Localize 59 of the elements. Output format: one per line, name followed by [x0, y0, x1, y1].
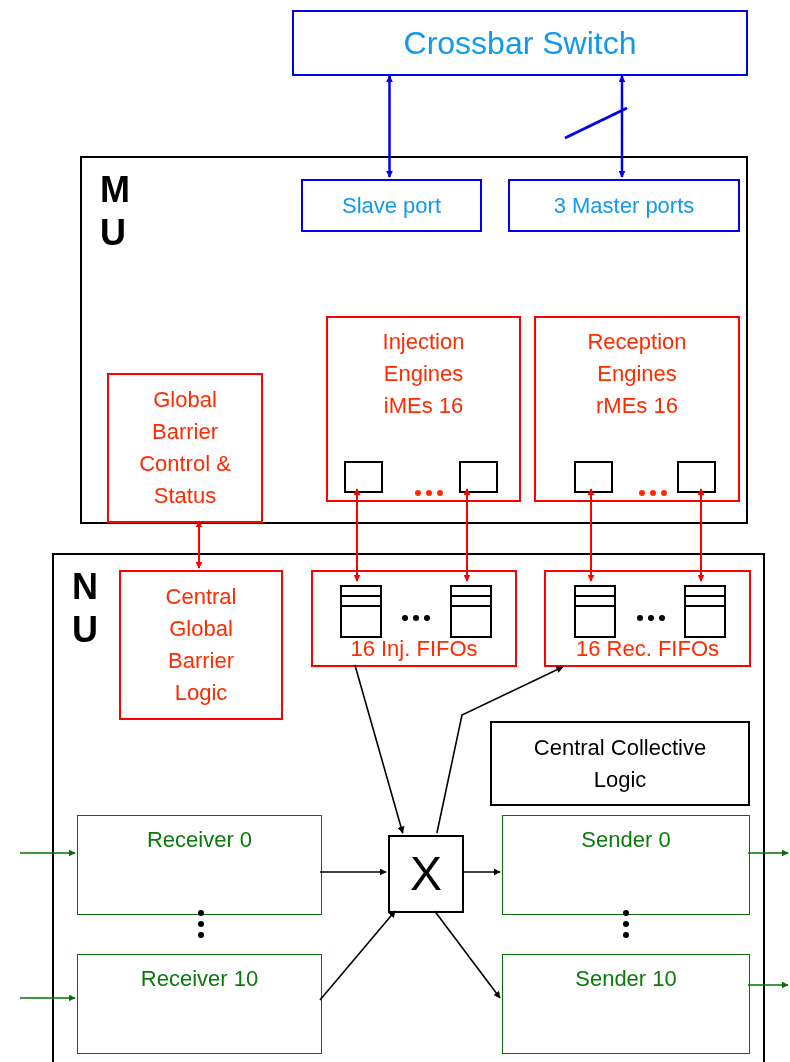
process-box [292, 10, 748, 76]
engine-box [459, 461, 498, 493]
process-box [502, 815, 750, 915]
process-box [311, 570, 517, 667]
module-label: N U [72, 565, 99, 652]
engine-box [344, 461, 383, 493]
box-label: 3 Master ports [553, 191, 695, 220]
arrow [195, 520, 203, 569]
box-label: Receiver 0 [146, 826, 253, 854]
box-label: X [410, 846, 442, 903]
fifo-queue-icon [340, 585, 382, 638]
box-label: Receiver 10 [140, 965, 259, 993]
process-box [107, 373, 263, 523]
process-box [119, 570, 283, 720]
arrow [319, 910, 396, 1001]
arrow [618, 75, 626, 178]
box-label: 16 Inj. FIFOs [350, 635, 478, 664]
box-label: Global Barrier Control & Status [138, 386, 232, 510]
process-box [326, 316, 521, 502]
arrow [19, 849, 76, 857]
arrow [433, 910, 501, 999]
module-box [52, 553, 765, 1062]
process-box [388, 835, 464, 913]
engine-box [574, 461, 613, 493]
process-box [502, 954, 750, 1054]
arrow [19, 994, 76, 1002]
arrow [747, 981, 789, 989]
engine-box [677, 461, 716, 493]
process-box [77, 954, 322, 1054]
process-box [77, 815, 322, 915]
process-box [534, 316, 740, 502]
arrow [436, 666, 564, 834]
arrow [747, 849, 789, 857]
arrow [463, 488, 471, 582]
box-label: Reception Engines rMEs 16 [586, 328, 688, 420]
box-label: Sender 0 [581, 826, 671, 854]
box-label: Slave port [341, 191, 442, 220]
arrow [353, 488, 361, 582]
module-label: M U [100, 168, 131, 255]
arrow [386, 75, 393, 178]
arrow [461, 868, 501, 876]
box-label: Sender 10 [575, 965, 677, 993]
arrow [587, 488, 595, 582]
box-label: Central Collective Logic [532, 733, 708, 794]
module-box [80, 156, 748, 524]
arrow [354, 664, 405, 834]
arrow [697, 488, 705, 582]
box-label: Crossbar Switch [403, 23, 637, 63]
process-box [490, 721, 750, 806]
fifo-queue-icon [450, 585, 492, 638]
fifo-queue-icon [574, 585, 616, 638]
box-label: 16 Rec. FIFOs [575, 635, 719, 664]
process-box [544, 570, 751, 667]
box-label: Injection Engines iMEs 16 [381, 328, 466, 420]
fifo-queue-icon [684, 585, 726, 638]
arrow [319, 868, 387, 876]
process-box [301, 179, 482, 232]
box-label: Central Global Barrier Logic [164, 583, 238, 707]
process-box [508, 179, 740, 232]
